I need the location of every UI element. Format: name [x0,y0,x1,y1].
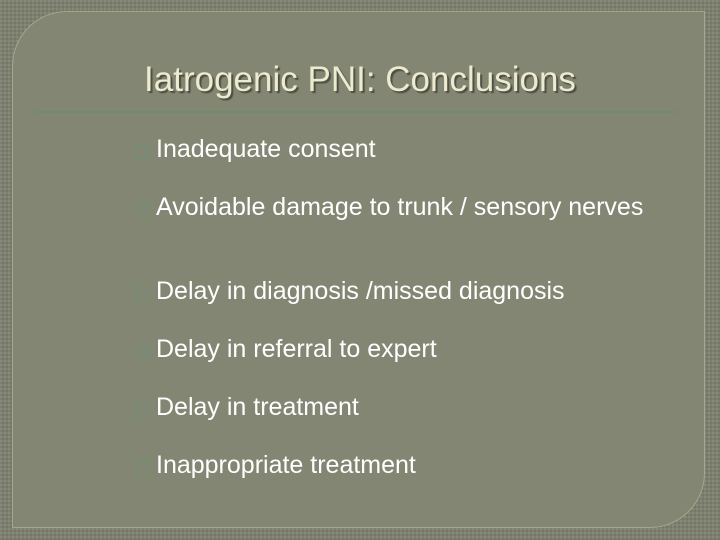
bullet-item: Delay in referral to expert [134,336,437,363]
bullet-text: Avoidable damage to trunk / sensory nerv… [156,193,644,221]
square-bullet-icon [136,145,150,159]
bullet-text: Delay in diagnosis /missed diagnosis [156,277,565,305]
slide-panel [12,11,705,528]
square-bullet-icon [136,461,150,475]
bullet-item: Delay in treatment [134,394,359,421]
slide-title: Iatrogenic PNI: Conclusions [144,60,576,99]
bullet-text: Inappropriate treatment [156,451,416,479]
square-bullet-icon [136,287,150,301]
bullet-text: Delay in treatment [156,393,359,421]
square-bullet-icon [136,345,150,359]
square-bullet-icon [136,403,150,417]
title-underline [35,111,677,113]
bullet-item: Delay in diagnosis /missed diagnosis [134,278,696,305]
bullet-text: Delay in referral to expert [156,335,437,363]
bullet-text: Inadequate consent [156,135,376,163]
square-bullet-icon [136,203,150,217]
bullet-item: Inadequate consent [134,136,376,163]
bullet-item: Avoidable damage to trunk / sensory nerv… [134,194,676,221]
bullet-item: Inappropriate treatment [134,452,416,479]
